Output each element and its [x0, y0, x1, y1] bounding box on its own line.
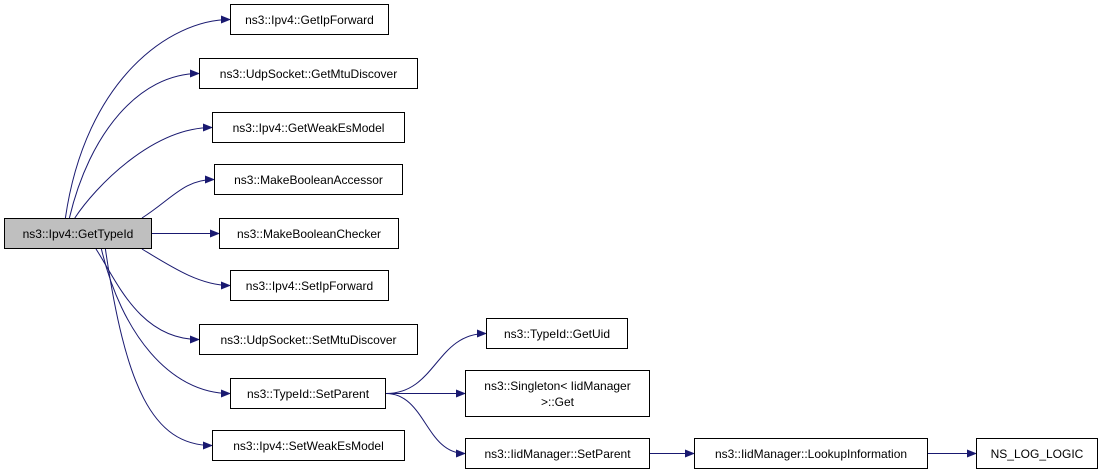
call-edge-get_type_id-to-get_weak_es_model: [74, 123, 213, 219]
node-ns-log-logic[interactable]: NS_LOG_LOGIC: [976, 438, 1098, 469]
call-edge-get_type_id-to-set_mtu_discover: [95, 248, 200, 344]
node-typeid-get-uid[interactable]: ns3::TypeId::GetUid: [486, 318, 628, 349]
node-label: ns3::TypeId::SetParent: [246, 386, 370, 401]
node-label: ns3::IidManager::SetParent: [484, 446, 631, 461]
node-label: ns3::Ipv4::GetIpForward: [245, 12, 374, 27]
node-udpsocket-get-mtu-discover[interactable]: ns3::UdpSocket::GetMtuDiscover: [199, 58, 418, 89]
call-edge-get_type_id-to-get_mtu_discover: [68, 69, 200, 219]
node-label: ns3::Ipv4::SetWeakEsModel: [233, 438, 384, 453]
call-edge-get_type_id-to-type_id_set_parent: [100, 248, 231, 398]
node-label: ns3::UdpSocket::GetMtuDiscover: [219, 66, 398, 81]
node-label: ns3::Ipv4::GetWeakEsModel: [232, 120, 385, 135]
node-ipv4-get-type-id[interactable]: ns3::Ipv4::GetTypeId: [4, 218, 152, 249]
node-ipv4-get-weak-es-model[interactable]: ns3::Ipv4::GetWeakEsModel: [212, 112, 405, 143]
node-typeid-set-parent[interactable]: ns3::TypeId::SetParent: [230, 378, 386, 409]
node-label: NS_LOG_LOGIC: [990, 446, 1084, 461]
node-label: ns3::MakeBooleanAccessor: [234, 172, 383, 187]
node-udpsocket-set-mtu-discover[interactable]: ns3::UdpSocket::SetMtuDiscover: [199, 324, 418, 355]
node-ipv4-set-ip-forward[interactable]: ns3::Ipv4::SetIpForward: [230, 270, 389, 301]
node-label: ns3::MakeBooleanChecker: [236, 226, 382, 241]
node-label-multiline: ns3::Singleton< IidManager >::Get: [484, 378, 630, 410]
node-make-boolean-checker[interactable]: ns3::MakeBooleanChecker: [219, 218, 399, 249]
node-ipv4-set-weak-es-model[interactable]: ns3::Ipv4::SetWeakEsModel: [212, 430, 405, 461]
node-label: ns3::IidManager::LookupInformation: [714, 446, 908, 461]
call-edge-get_type_id-to-set_ip_forward: [141, 248, 231, 290]
node-label: ns3::TypeId::GetUid: [503, 326, 611, 341]
node-label-line-1: ns3::Singleton< IidManager: [484, 378, 631, 393]
call-edge-type_id_set_parent-to-type_id_get_uid: [385, 329, 487, 394]
node-label: ns3::UdpSocket::SetMtuDiscover: [220, 332, 397, 347]
node-ipv4-get-ip-forward[interactable]: ns3::Ipv4::GetIpForward: [230, 4, 389, 35]
call-edge-get_type_id-to-make_boolean_accessor: [141, 175, 215, 219]
call-edge-get_type_id-to-get_ip_forward: [64, 15, 231, 219]
call-edge-get_type_id-to-set_weak_es_model: [104, 248, 213, 450]
call-edge-type_id_set_parent-to-iid_manager_set_parent: [385, 393, 466, 458]
node-label-line-2: >::Get: [540, 394, 575, 409]
node-iidmanager-set-parent[interactable]: ns3::IidManager::SetParent: [465, 438, 650, 469]
node-singleton-iidmanager-get[interactable]: ns3::Singleton< IidManager >::Get: [465, 370, 650, 417]
node-make-boolean-accessor[interactable]: ns3::MakeBooleanAccessor: [214, 164, 403, 195]
node-label: ns3::Ipv4::SetIpForward: [245, 278, 374, 293]
node-label: ns3::Ipv4::GetTypeId: [22, 226, 134, 241]
node-iidmanager-lookup-information[interactable]: ns3::IidManager::LookupInformation: [694, 438, 928, 469]
